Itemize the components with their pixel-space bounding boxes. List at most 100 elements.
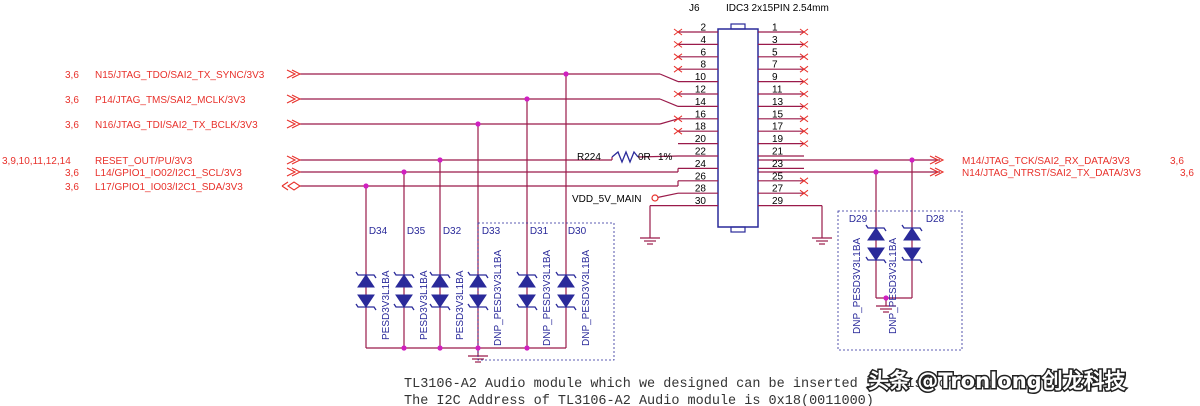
pin-number-right: 21	[772, 147, 784, 158]
tvs-bar	[901, 256, 923, 264]
tvs-bar	[355, 271, 377, 279]
tvs-bar	[467, 303, 489, 311]
junction-dot	[873, 169, 879, 175]
no-connect-mark	[673, 127, 683, 135]
junction-dot	[401, 169, 407, 175]
connector-key-top	[730, 23, 746, 30]
tvs-bar	[516, 271, 538, 279]
diode-ref: D31	[530, 226, 549, 237]
tvs-diode-icon	[357, 294, 375, 308]
tvs-diode-icon	[867, 227, 885, 241]
pin-number-left: 4	[700, 35, 706, 46]
tvs-diode-icon	[867, 247, 885, 261]
net-flag-icon	[286, 69, 302, 79]
diode-ref: D29	[849, 214, 868, 225]
tvs-diode-icon	[431, 274, 449, 288]
net-flag-icon	[929, 155, 945, 165]
net-labels: 3,6 N15/JTAG_TDO/SAI2_TX_SYNC/3V3 3,6 P14/J…	[2, 69, 1194, 193]
net-sheet-refs: 3,6	[1180, 168, 1194, 179]
pin-number-right: 19	[772, 134, 784, 145]
tvs-bar	[901, 224, 923, 232]
junction-dot	[883, 295, 889, 301]
net-name-left: P14/JTAG_TMS/SAI2_MCLK/3V3	[95, 95, 246, 106]
wire	[659, 73, 679, 83]
no-connect-mark	[673, 28, 683, 36]
no-connect-mark	[799, 103, 809, 110]
pin-number-right: 1	[772, 23, 778, 34]
connector-j6: J6 IDC3 2x15PIN 2.54mm	[689, 3, 829, 233]
diode-part: DNP_PESD3V3L1BA	[852, 238, 863, 334]
pin-number-right: 3	[772, 35, 778, 46]
diode-part: DNP_PESD3V3L1BA	[888, 238, 899, 334]
junction-dot	[475, 345, 481, 351]
pin-number-left: 10	[695, 72, 707, 83]
net-flag-icon	[929, 167, 945, 177]
pin-number-right: 9	[772, 72, 778, 83]
net-flag-icon	[286, 94, 302, 104]
pin-number-left: 16	[695, 109, 707, 120]
tvs-diode-icon	[518, 294, 536, 308]
tvs-diodes: D34PESD3V3L1BAD35PESD3V3L1BAD32PESD3V3L1…	[355, 214, 945, 346]
net-bidir-flag-icon	[281, 181, 301, 191]
tvs-bar	[355, 303, 377, 311]
connector-body	[717, 28, 759, 228]
diode-part: DNP_PESD3V3L1BA	[581, 250, 592, 346]
no-connect-mark	[799, 115, 809, 123]
no-connect-mark	[799, 90, 809, 98]
wires	[300, 73, 940, 356]
pin-number-left: 8	[700, 60, 706, 71]
net-name-left: N16/JTAG_TDI/SAI2_TX_BCLK/3V3	[95, 120, 258, 131]
watermark-logo: 头条 @Tronlong创龙科技	[868, 369, 1127, 393]
junction-dot	[524, 96, 530, 102]
net-flag-icon	[286, 155, 302, 165]
no-connect-mark	[799, 41, 809, 48]
tvs-diode-icon	[518, 274, 536, 288]
tvs-diode-icon	[395, 274, 413, 288]
dnp-box-right	[837, 210, 963, 351]
pin-number-left: 6	[700, 47, 706, 58]
pin-number-left: 30	[695, 196, 707, 207]
net-name-right: M14/JTAG_TCK/SAI2_RX_DATA/3V3	[962, 156, 1130, 167]
note-line-1: TL3106-A2 Audio module which we designed…	[404, 377, 1004, 392]
net-name-left: L14/GPIO1_IO02/I2C1_SCL/3V3	[95, 168, 242, 179]
net-sheet-refs: 3,6	[65, 182, 79, 193]
net-name-left: N15/JTAG_TDO/SAI2_TX_SYNC/3V3	[95, 70, 265, 81]
diode-part: PESD3V3L1BA	[455, 270, 466, 340]
wire	[659, 98, 679, 107]
pin-number-left: 2	[700, 23, 706, 34]
pin-number-left: 26	[695, 171, 707, 182]
diode-ref: D33	[482, 226, 501, 237]
diode-ref: D30	[568, 226, 587, 237]
no-connect-mark	[799, 78, 809, 85]
net-sheet-refs: 3,6	[65, 95, 79, 106]
junction-dot	[401, 345, 407, 351]
power-net: VDD_5V_MAIN	[572, 194, 659, 205]
net-name-right: N14/JTAG_NTRST/SAI2_TX_DATA/3V3	[962, 168, 1141, 179]
no-connect-mark	[673, 41, 683, 48]
diode-ref: D32	[443, 226, 462, 237]
pin-number-right: 25	[772, 171, 784, 182]
connector-pins: 2468101214161820222426283013579111315171…	[673, 23, 809, 207]
pin-number-right: 27	[772, 184, 784, 195]
junction-dot	[563, 71, 569, 77]
tvs-bar	[393, 303, 415, 311]
dnp-boxes	[477, 210, 963, 361]
resistor-tolerance: 1%	[658, 152, 673, 163]
tvs-bar	[555, 271, 577, 279]
junction-dot	[524, 345, 530, 351]
no-connect-mark	[799, 53, 809, 61]
diode-part: PESD3V3L1BA	[419, 270, 430, 340]
resistor-ref: R224	[577, 152, 601, 163]
tvs-bar	[865, 256, 887, 264]
pin-number-left: 14	[695, 97, 707, 108]
pin-number-right: 5	[772, 47, 778, 58]
pin-number-right: 29	[772, 196, 784, 207]
diode-part: PESD3V3L1BA	[381, 270, 392, 340]
tvs-bar	[429, 303, 451, 311]
no-connect-mark	[799, 65, 809, 73]
connector-key-bottom	[730, 226, 746, 233]
junction-dot	[437, 345, 443, 351]
diode-part: DNP_PESD3V3L1BA	[542, 250, 553, 346]
pin-number-right: 7	[772, 60, 778, 71]
